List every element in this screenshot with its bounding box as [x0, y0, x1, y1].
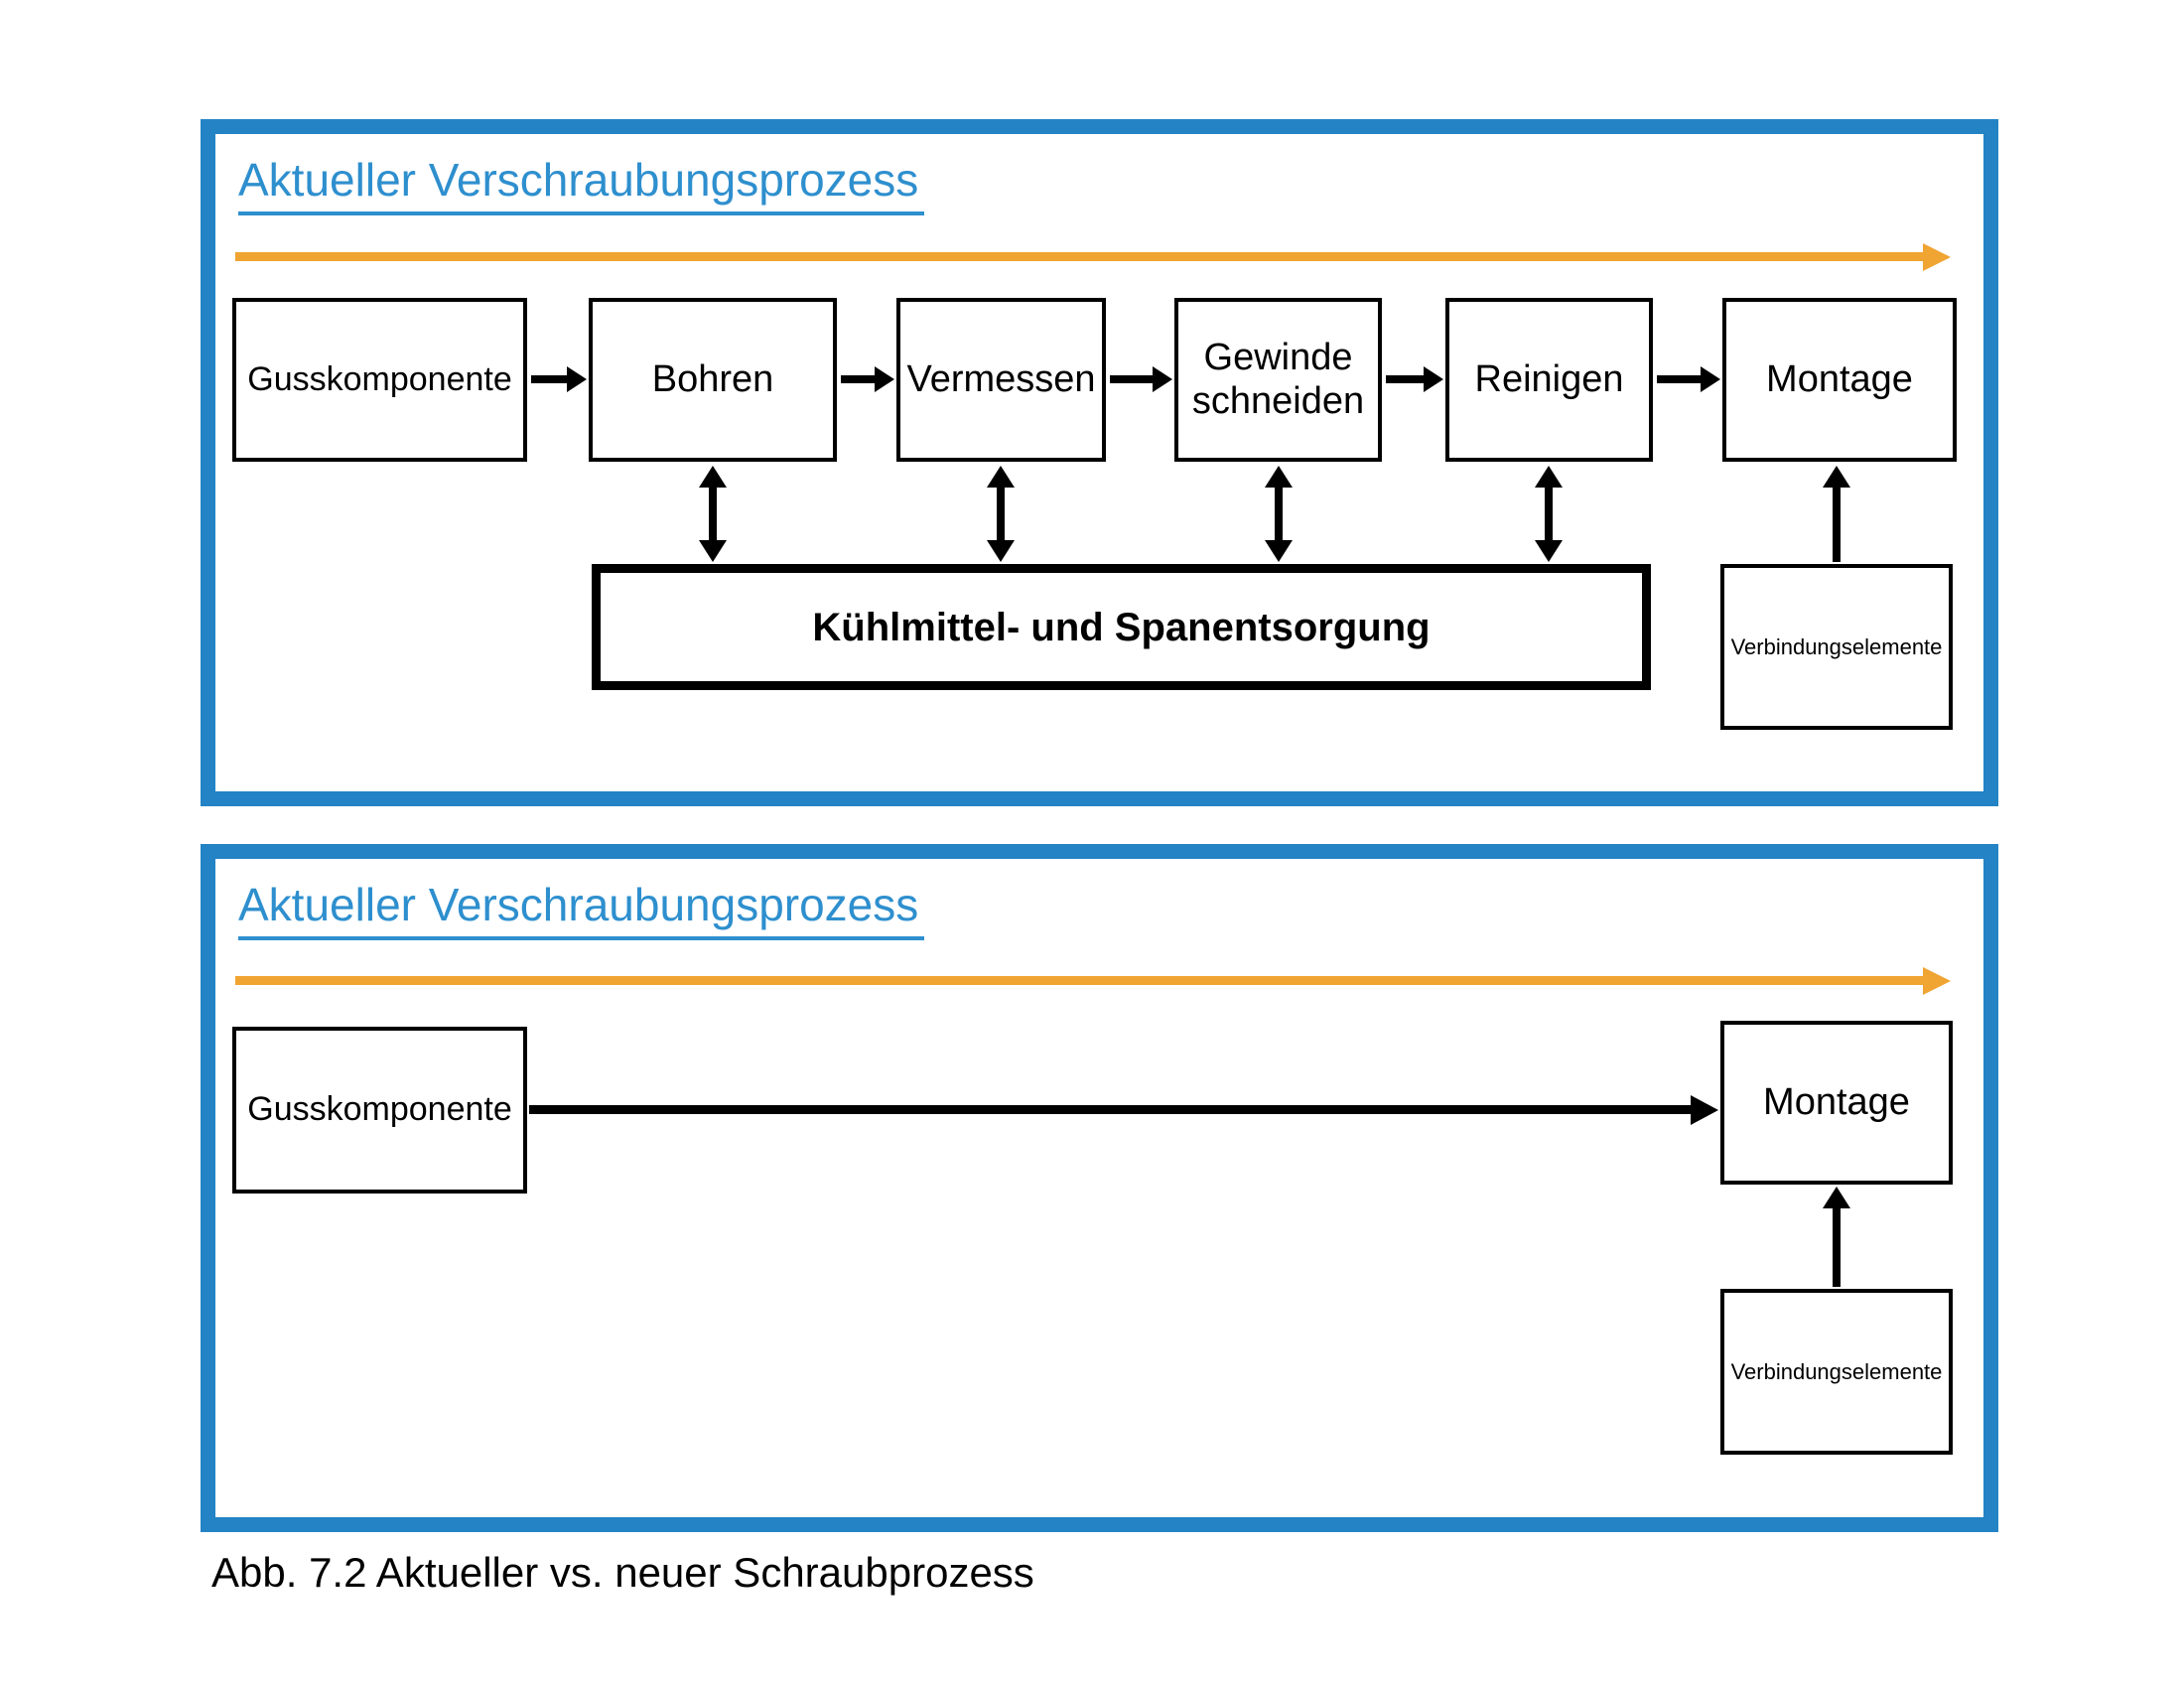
arrow-head-icon: [1153, 366, 1172, 392]
arrow-shaft: [997, 484, 1005, 544]
top-timeline-arrow: [235, 240, 1951, 274]
flow-arrow: [1386, 364, 1443, 394]
arrow-shaft: [531, 375, 569, 383]
arrow-head-icon: [1535, 540, 1563, 562]
step-box-gusskomponente: Gusskomponente: [232, 298, 527, 462]
arrow-head-icon: [1823, 466, 1850, 488]
step-box-gewinde-schneiden: Gewinde schneiden: [1174, 298, 1382, 462]
step-box-montage: Montage: [1722, 298, 1957, 462]
arrow-head-icon: [1701, 366, 1720, 392]
flow-arrow: [1657, 364, 1720, 394]
arrow-shaft: [1833, 1204, 1841, 1287]
step-box-bohren: Bohren: [589, 298, 837, 462]
arrow-shaft: [1545, 484, 1553, 544]
arrow-shaft: [1110, 375, 1155, 383]
arrow-head-icon: [1923, 967, 1951, 995]
arrow-shaft: [235, 252, 1925, 261]
arrow-head-icon: [1424, 366, 1443, 392]
bidirectional-arrow-reinigen: [1535, 466, 1563, 562]
bidirectional-arrow-gewinde: [1265, 466, 1293, 562]
top-panel-title: Aktueller Verschraubungsprozess: [238, 154, 925, 215]
supply-box-top: Verbindungselemente: [1720, 564, 1953, 730]
arrow-head-icon: [1823, 1187, 1850, 1208]
bottom-panel-title: Aktueller Verschraubungsprozess: [238, 879, 925, 940]
arrow-shaft: [1275, 484, 1283, 544]
supply-box-bottom: Verbindungselemente: [1720, 1289, 1953, 1455]
step-box-reinigen: Reinigen: [1445, 298, 1653, 462]
supply-arrow: [1823, 466, 1850, 562]
arrow-head-icon: [875, 366, 894, 392]
arrow-head-icon: [699, 466, 727, 488]
arrow-shaft: [1657, 375, 1703, 383]
arrow-head-icon: [987, 540, 1015, 562]
arrow-head-icon: [699, 540, 727, 562]
step-box-vermessen: Vermessen: [896, 298, 1106, 462]
arrow-head-icon: [1923, 243, 1951, 271]
flow-arrow: [531, 364, 587, 394]
arrow-head-icon: [1265, 540, 1293, 562]
arrow-head-icon: [987, 466, 1015, 488]
arrow-head-icon: [1265, 466, 1293, 488]
bidirectional-arrow-bohren: [699, 466, 727, 562]
step-box-montage-new: Montage: [1720, 1021, 1953, 1185]
bidirectional-arrow-vermessen: [987, 466, 1015, 562]
arrow-shaft: [709, 484, 717, 544]
bottom-timeline-arrow: [235, 964, 1951, 998]
arrow-shaft: [235, 976, 1925, 985]
new-process-panel: [201, 844, 1998, 1532]
direct-flow-arrow: [529, 1095, 1718, 1125]
figure-caption: Abb. 7.2 Aktueller vs. neuer Schraubproz…: [211, 1549, 1034, 1596]
arrow-shaft: [1833, 484, 1841, 562]
arrow-head-icon: [1691, 1095, 1718, 1125]
flow-arrow: [1110, 364, 1172, 394]
current-process-panel: [201, 119, 1998, 806]
arrow-head-icon: [567, 366, 587, 392]
arrow-shaft: [529, 1105, 1693, 1114]
arrow-head-icon: [1535, 466, 1563, 488]
arrow-shaft: [841, 375, 877, 383]
step-box-gusskomponente-new: Gusskomponente: [232, 1027, 527, 1194]
flow-arrow: [841, 364, 894, 394]
arrow-shaft: [1386, 375, 1426, 383]
shared-station-box: Kühlmittel- und Spanentsorgung: [592, 564, 1651, 690]
supply-arrow: [1823, 1187, 1850, 1287]
